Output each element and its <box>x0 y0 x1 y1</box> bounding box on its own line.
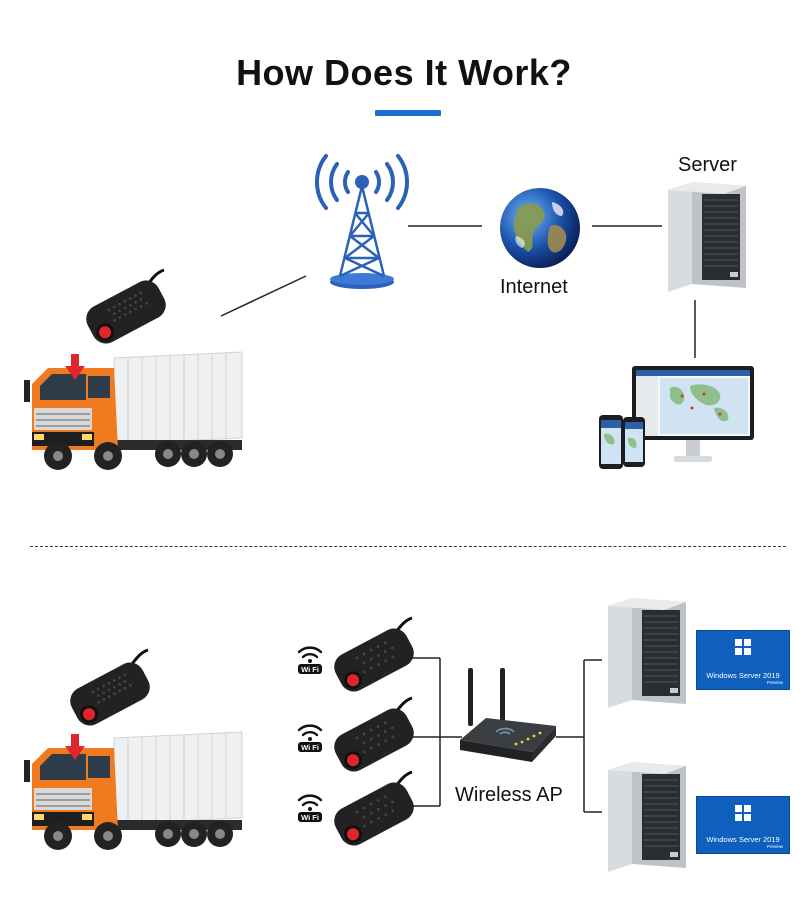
wifi-text: Wi Fi <box>301 665 319 674</box>
section-divider <box>30 546 786 547</box>
tracker-device-icon <box>86 268 166 344</box>
device-wifi-row: Wi Fi <box>296 766 416 850</box>
windows-logo-icon <box>735 805 751 821</box>
bottom-connection-lines <box>412 657 602 813</box>
windows-server-badge: Windows Server 2019 Preview <box>696 630 790 690</box>
globe-icon <box>500 188 580 268</box>
truck-icon <box>24 731 243 850</box>
line-device-to-tower <box>220 275 307 317</box>
red-arrow-icon <box>65 354 85 380</box>
server-tower-icon <box>668 182 746 292</box>
internet-label: Internet <box>500 276 568 298</box>
phone-icon <box>623 417 645 467</box>
windows-server-text: Windows Server 2019 <box>706 671 780 680</box>
wireless-ap-label: Wireless AP <box>455 784 563 806</box>
title-underline <box>375 110 441 116</box>
windows-server-subtext: Preview <box>766 680 783 685</box>
wifi-icon: Wi Fi <box>297 794 323 822</box>
windows-server-text: Windows Server 2019 <box>706 835 780 844</box>
server-tower-icon <box>608 598 686 708</box>
truck-icon <box>24 351 243 470</box>
wifi-icon: Wi Fi <box>297 646 323 674</box>
tracker-device-icon <box>334 616 414 692</box>
cell-tower-icon <box>315 154 409 289</box>
tracker-device-icon <box>334 696 414 772</box>
wifi-text: Wi Fi <box>301 743 319 752</box>
device-wifi-row: Wi Fi <box>296 612 416 696</box>
server-label: Server <box>678 154 737 176</box>
tracker-device-icon <box>334 770 414 846</box>
windows-logo-icon <box>735 639 751 655</box>
windows-server-subtext: Preview <box>766 844 783 849</box>
red-arrow-icon <box>65 734 85 760</box>
monitor-icon <box>632 366 754 462</box>
wifi-icon: Wi Fi <box>297 724 323 752</box>
wifi-text: Wi Fi <box>301 813 319 822</box>
windows-server-badge: Windows Server 2019 Preview <box>696 796 790 854</box>
tracker-device-icon <box>70 648 150 726</box>
phone-icon <box>599 415 623 469</box>
server-tower-icon <box>608 762 686 872</box>
top-connection-lines <box>220 225 696 358</box>
router-icon <box>460 668 556 762</box>
page-title: How Does It Work? <box>236 52 572 93</box>
device-wifi-row: Wi Fi <box>296 692 416 776</box>
